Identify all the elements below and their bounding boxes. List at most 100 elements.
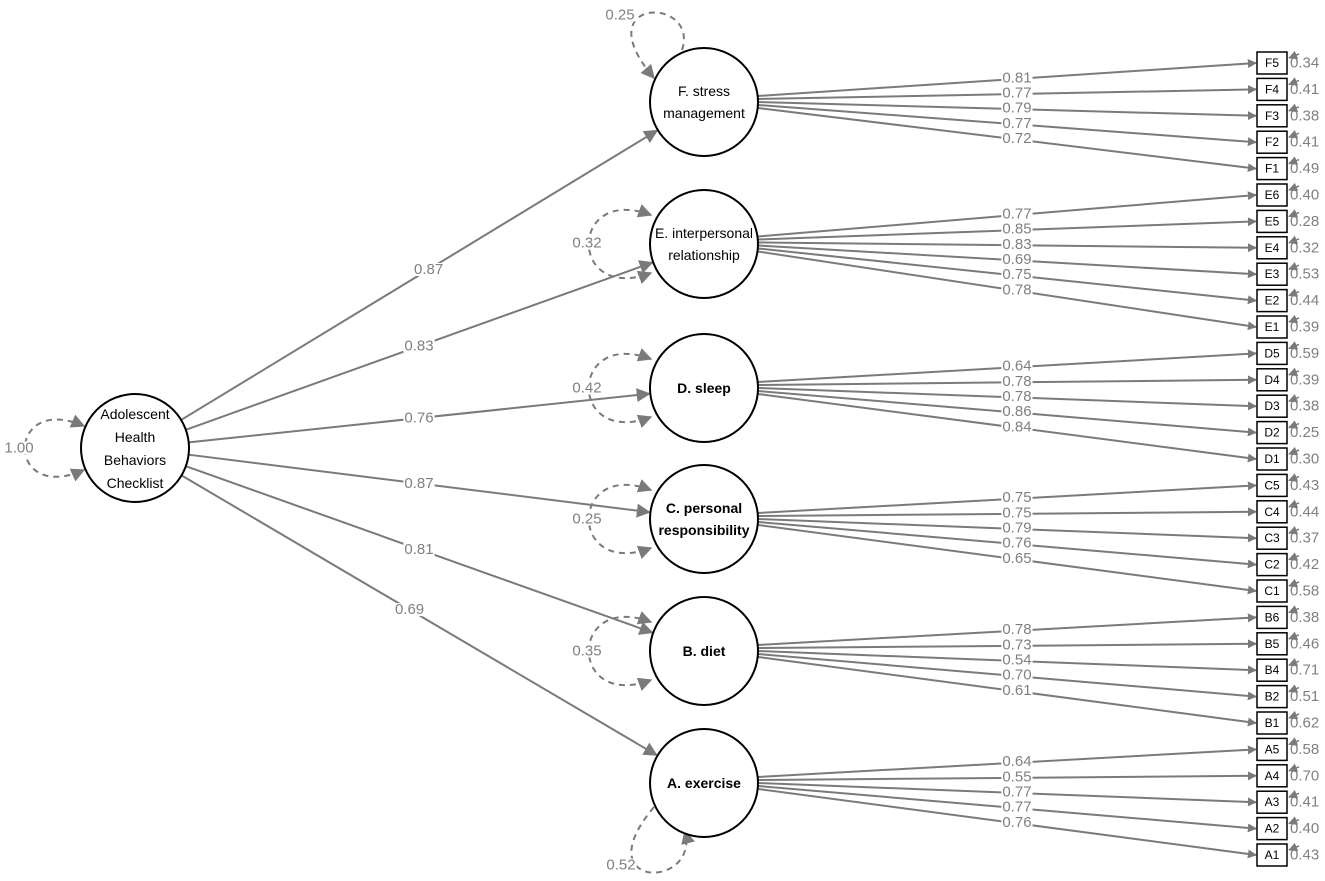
residual-value-A1: 0.43 (1290, 847, 1319, 864)
item-loading-E5-bg (1001, 222, 1033, 236)
item-loading-B6: 0.78 (1002, 621, 1031, 638)
factor-label-D: D. sleep (677, 380, 731, 396)
residual-value-B5: 0.46 (1290, 635, 1319, 652)
item-loading-B2: 0.70 (1002, 667, 1031, 684)
indicator-box-C3 (1256, 526, 1288, 550)
indicator-label-F2: F2 (1265, 135, 1279, 149)
item-loading-D2-bg (1001, 405, 1033, 419)
item-loading-D3-bg (1001, 389, 1033, 403)
residual-arrow-B4 (1288, 658, 1300, 667)
factor-label-A: A. exercise (667, 775, 741, 791)
structural-loading-A-bg (393, 603, 426, 617)
residual-arrow-E5 (1288, 209, 1300, 218)
residual-arrow-B1 (1288, 710, 1300, 720)
residual-value-B6: 0.38 (1290, 609, 1319, 626)
latent-node-E (649, 189, 759, 299)
item-loading-E1: 0.78 (1002, 281, 1031, 298)
residual-value-E4: 0.32 (1290, 239, 1319, 256)
factor-label-E: E. interpersonal (655, 225, 753, 241)
residual-arrow-E6 (1288, 182, 1300, 192)
indicator-label-F1: F1 (1265, 162, 1279, 176)
factor-variance-label-A: 0.52 (606, 857, 635, 874)
factor-variance-label-C: 0.25 (572, 511, 601, 528)
item-loading-A3: 0.77 (1002, 783, 1031, 800)
indicator-box-D4 (1256, 368, 1288, 392)
residual-value-F4: 0.41 (1290, 81, 1319, 98)
indicator-box-D2 (1256, 420, 1288, 445)
residual-arrow-C2 (1288, 552, 1300, 561)
item-loading-F1-bg (1001, 132, 1033, 146)
item-loading-E4: 0.83 (1002, 236, 1031, 253)
structural-loading-A: 0.69 (395, 601, 424, 618)
indicator-label-D5: D5 (1264, 346, 1280, 360)
residual-arrow-E4 (1288, 235, 1300, 244)
item-loading-D2: 0.86 (1002, 403, 1031, 420)
residual-value-D2: 0.25 (1290, 424, 1319, 441)
residual-value-E3: 0.53 (1290, 266, 1319, 283)
indicator-box-F3 (1256, 104, 1288, 128)
indicator-label-F5: F5 (1265, 56, 1279, 70)
factor-variance-label-A-bg (605, 858, 637, 872)
indicator-label-D2: D2 (1264, 426, 1280, 440)
residual-arrow-D4 (1288, 367, 1300, 376)
item-loading-D5-bg (1001, 359, 1033, 373)
residual-value-C5: 0.43 (1290, 477, 1319, 494)
residual-arrow-C3 (1288, 526, 1300, 535)
item-loading-E3-bg (1001, 252, 1033, 266)
factor-variance-label-E-bg (571, 236, 603, 250)
item-loading-B4-bg (1001, 653, 1033, 667)
structural-loading-F-bg (412, 262, 445, 276)
indicator-label-A4: A4 (1265, 769, 1280, 783)
factor-label-E: relationship (668, 247, 740, 263)
indicator-box-C2 (1256, 552, 1288, 577)
structural-loading-E: 0.83 (404, 338, 433, 355)
indicator-box-B4 (1256, 658, 1288, 682)
item-loading-F5: 0.81 (1002, 69, 1031, 86)
residual-value-A3: 0.41 (1290, 794, 1319, 811)
item-loading-C1-bg (1001, 551, 1033, 565)
item-loading-E6: 0.77 (1002, 205, 1031, 222)
indicator-box-E2 (1256, 288, 1288, 313)
item-loading-E6-bg (1001, 207, 1033, 221)
item-loading-F2-bg (1001, 116, 1033, 130)
indicator-label-E3: E3 (1265, 267, 1280, 281)
residual-value-E1: 0.39 (1290, 319, 1319, 336)
residual-arrow-D2 (1288, 420, 1300, 429)
residual-value-A4: 0.70 (1290, 767, 1319, 784)
factor-label-B: B. diet (683, 643, 726, 659)
item-loading-D4-bg (1001, 374, 1033, 388)
indicator-label-D1: D1 (1264, 452, 1280, 466)
indicator-label-A1: A1 (1265, 848, 1280, 862)
factor-variance-label-C-bg (571, 512, 603, 526)
item-loading-B4: 0.54 (1002, 651, 1031, 668)
root-label-line: Adolescent (100, 406, 169, 422)
item-loading-E5: 0.85 (1002, 221, 1031, 238)
indicator-box-A5 (1256, 737, 1288, 762)
item-loading-E4-bg (1001, 237, 1033, 251)
residual-value-D1: 0.30 (1290, 451, 1319, 468)
indicator-box-E6 (1256, 183, 1288, 207)
residual-value-B4: 0.71 (1290, 662, 1319, 679)
indicator-label-A3: A3 (1265, 795, 1280, 809)
indicator-label-B1: B1 (1265, 716, 1280, 730)
item-loading-F4-bg (1001, 86, 1033, 100)
indicator-box-E1 (1256, 315, 1288, 339)
item-loading-A3-bg (1001, 785, 1033, 799)
item-loading-C5: 0.75 (1002, 489, 1031, 506)
residual-arrow-E3 (1288, 262, 1300, 271)
indicator-box-B2 (1256, 684, 1288, 709)
item-loading-F3-bg (1001, 101, 1033, 115)
factor-variance-loop-A (630, 806, 695, 874)
latent-node-B (649, 596, 759, 706)
indicator-label-E4: E4 (1265, 241, 1280, 255)
root-label-line: Checklist (107, 475, 164, 491)
indicator-box-A2 (1256, 816, 1288, 841)
residual-arrow-F5 (1288, 50, 1300, 60)
indicator-box-E3 (1256, 262, 1288, 286)
factor-variance-label-B: 0.35 (572, 643, 601, 660)
item-loading-B1: 0.61 (1002, 682, 1031, 699)
structural-loading-C-bg (403, 476, 435, 490)
indicator-box-F1 (1256, 156, 1288, 181)
indicator-box-F5 (1256, 51, 1288, 75)
structural-loading-E-bg (403, 339, 435, 353)
